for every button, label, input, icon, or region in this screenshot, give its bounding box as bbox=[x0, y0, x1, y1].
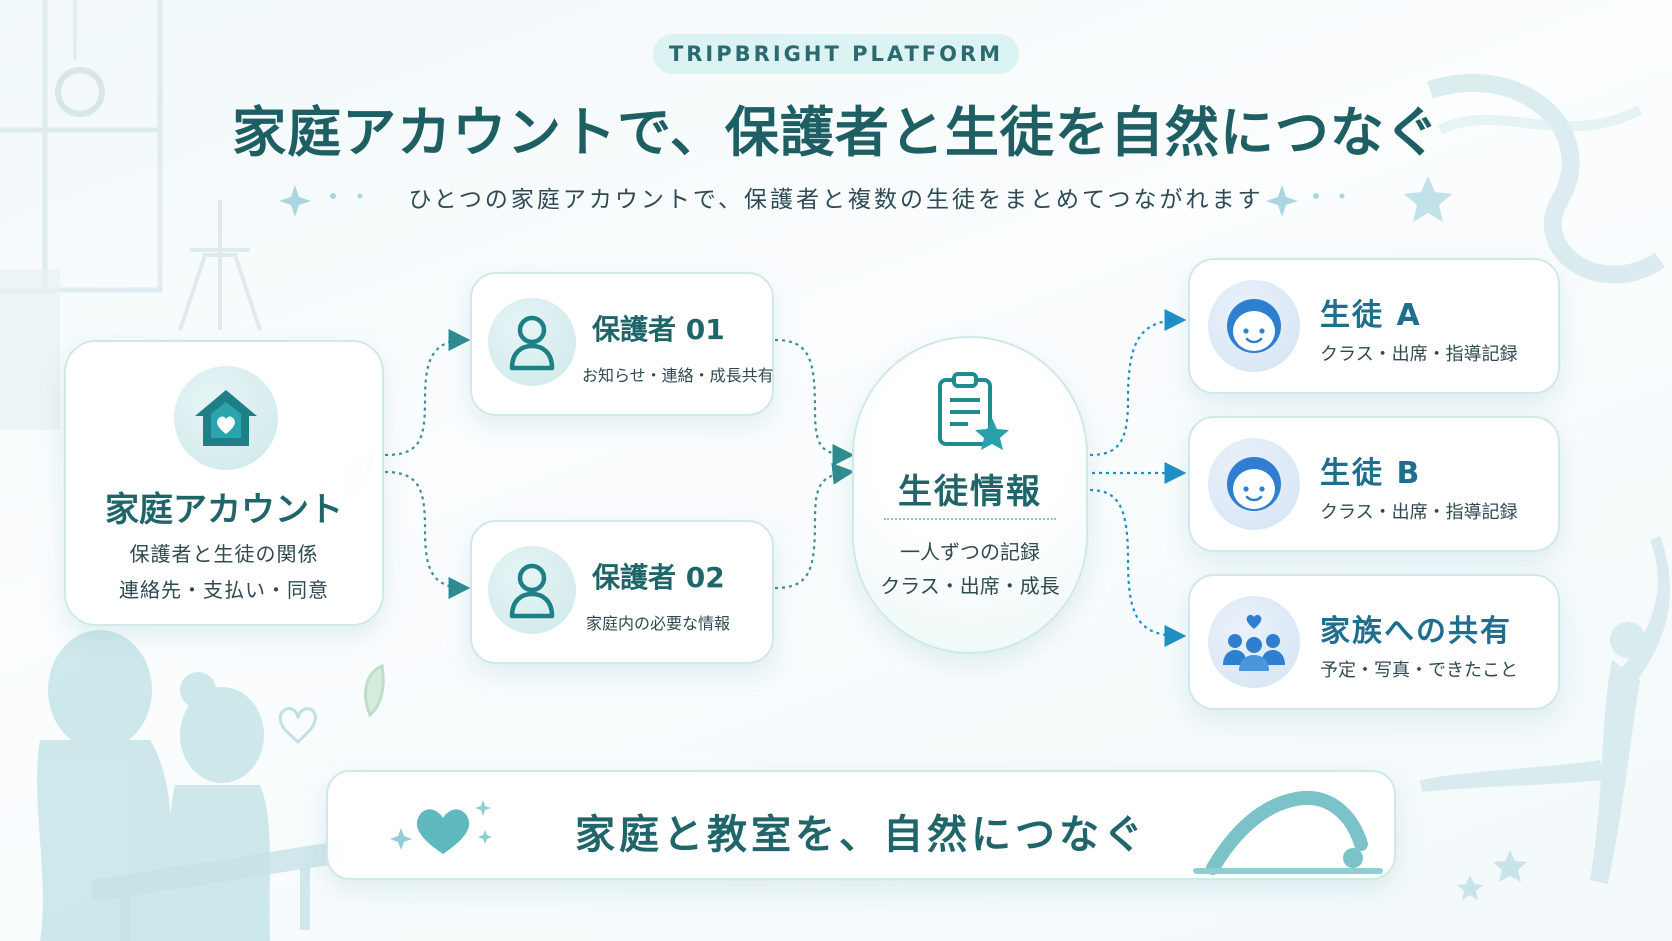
guardian-01-desc: お知らせ・連絡・成長共有 bbox=[582, 366, 774, 385]
family-share-desc: 予定・写真・できたこと bbox=[1320, 660, 1518, 681]
child-face-icon bbox=[1227, 299, 1281, 353]
heart-icon bbox=[390, 800, 492, 854]
student-info-line1: 一人ずつの記録 bbox=[900, 540, 1040, 564]
family-share-card[interactable]: 家族への共有 予定・写真・できたこと bbox=[1188, 574, 1560, 710]
gymnast-bridge-icon bbox=[1193, 790, 1383, 875]
student-info-title: 生徒情報 bbox=[898, 472, 1042, 512]
student-a-desc: クラス・出席・指導記録 bbox=[1320, 344, 1518, 365]
student-b-icon-circle bbox=[1208, 438, 1300, 530]
footer-banner: 家庭と教室を、自然につなぐ bbox=[326, 770, 1396, 880]
student-b-card[interactable]: 生徒 B クラス・出席・指導記録 bbox=[1188, 416, 1560, 552]
student-a-icon-circle bbox=[1208, 280, 1300, 372]
person-icon bbox=[509, 315, 555, 371]
page-title: 家庭アカウントで、保護者と生徒を自然につなぐ bbox=[232, 101, 1440, 164]
guardian-01-icon-circle bbox=[488, 298, 576, 386]
guardian-02-desc: 家庭内の必要な情報 bbox=[586, 614, 731, 633]
family-heart-icon bbox=[1223, 614, 1285, 671]
guardian-02-title: 保護者 02 bbox=[592, 561, 725, 594]
guardian-02-icon-circle bbox=[488, 546, 576, 634]
person-icon bbox=[509, 563, 555, 619]
student-a-title: 生徒 A bbox=[1320, 298, 1422, 333]
family-account-line1: 保護者と生徒の関係 bbox=[129, 542, 319, 566]
student-b-desc: クラス・出席・指導記録 bbox=[1320, 502, 1518, 523]
student-b-title: 生徒 B bbox=[1320, 456, 1422, 491]
family-account-icon-circle bbox=[174, 366, 278, 470]
student-info-card[interactable]: 生徒情報 一人ずつの記録 クラス・出席・成長 bbox=[852, 336, 1088, 654]
page-subtitle: ひとつの家庭アカウントで、保護者と複数の生徒をまとめてつながれます bbox=[408, 187, 1264, 213]
house-heart-icon bbox=[195, 390, 257, 446]
guardian-02-card[interactable]: 保護者 02 家庭内の必要な情報 bbox=[470, 520, 774, 664]
student-info-line2: クラス・出席・成長 bbox=[880, 574, 1060, 598]
family-account-title: 家庭アカウント bbox=[105, 490, 343, 530]
platform-label: TRIPBRIGHT PLATFORM bbox=[653, 34, 1019, 74]
family-share-icon-circle bbox=[1208, 596, 1300, 688]
student-info-divider bbox=[884, 518, 1056, 520]
child-face-icon bbox=[1227, 457, 1281, 511]
student-a-card[interactable]: 生徒 A クラス・出席・指導記録 bbox=[1188, 258, 1560, 394]
guardian-01-card[interactable]: 保護者 01 お知らせ・連絡・成長共有 bbox=[470, 272, 774, 416]
guardian-01-title: 保護者 01 bbox=[592, 313, 725, 346]
family-account-card[interactable]: 家庭アカウント 保護者と生徒の関係 連絡先・支払い・同意 bbox=[64, 340, 384, 626]
footer-tagline: 家庭と教室を、自然につなぐ bbox=[575, 812, 1147, 858]
family-share-title: 家族への共有 bbox=[1320, 614, 1512, 649]
clipboard-star-icon bbox=[938, 372, 1009, 450]
family-account-line2: 連絡先・支払い・同意 bbox=[119, 578, 329, 602]
